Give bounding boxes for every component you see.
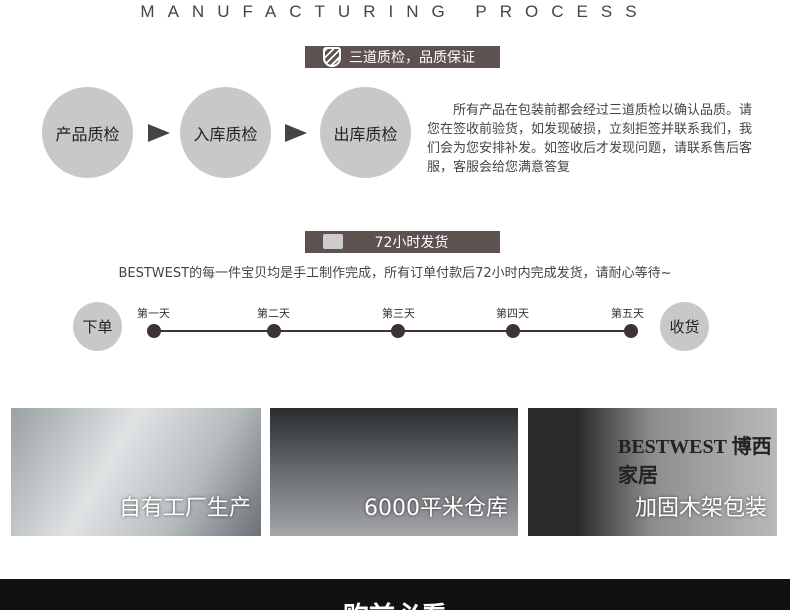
packaging-photo: BESTWEST 博西家居 加固木架包装 [528, 408, 777, 536]
timeline-dot [147, 324, 161, 338]
arrow-right-icon [148, 124, 170, 142]
brand-sign: BESTWEST 博西家居 [618, 436, 772, 487]
shipping-banner-text: 72小时发货 [374, 235, 449, 251]
shipping-note: BESTWEST的每一件宝贝均是手工制作完成，所有订单付款后72小时内完成发货，… [118, 266, 672, 281]
day-label: 第一天 [137, 307, 170, 320]
timeline-dot [506, 324, 520, 338]
step-inbound-check: 入库质检 [180, 87, 271, 178]
timeline-end: 收货 [660, 302, 709, 351]
step-outbound-check: 出库质检 [320, 87, 411, 178]
quality-banner-text: 三道质检，品质保证 [349, 50, 475, 66]
day-label: 第四天 [496, 307, 529, 320]
day-label: 第五天 [611, 307, 644, 320]
footer-title: 购前必看 [0, 596, 790, 610]
section-heading: MANUFACTURING PROCESS [140, 2, 650, 21]
photo-caption: 自有工厂生产 [118, 496, 251, 521]
shield-icon [323, 47, 341, 67]
timeline-start: 下单 [73, 302, 122, 351]
warehouse-photo: 6000平米仓库 [270, 408, 518, 536]
factory-photo: 自有工厂生产 [11, 408, 261, 536]
day-label: 第二天 [257, 307, 290, 320]
photo-caption: 加固木架包装 [634, 496, 767, 521]
shipping-banner: 72小时发货 [305, 231, 500, 253]
quality-description: 所有产品在包装前都会经过三道质检以确认品质。请您在签收前验货，如发现破损，立刻拒… [427, 103, 753, 175]
footer-band: 购前必看 [0, 579, 790, 610]
timeline-dot [391, 324, 405, 338]
truck-icon [323, 234, 343, 249]
photo-caption: 6000平米仓库 [364, 496, 508, 521]
timeline-dot [624, 324, 638, 338]
arrow-right-icon [285, 124, 307, 142]
step-product-check: 产品质检 [42, 87, 133, 178]
timeline-dot [267, 324, 281, 338]
day-label: 第三天 [382, 307, 415, 320]
quality-banner: 三道质检，品质保证 [305, 46, 500, 68]
